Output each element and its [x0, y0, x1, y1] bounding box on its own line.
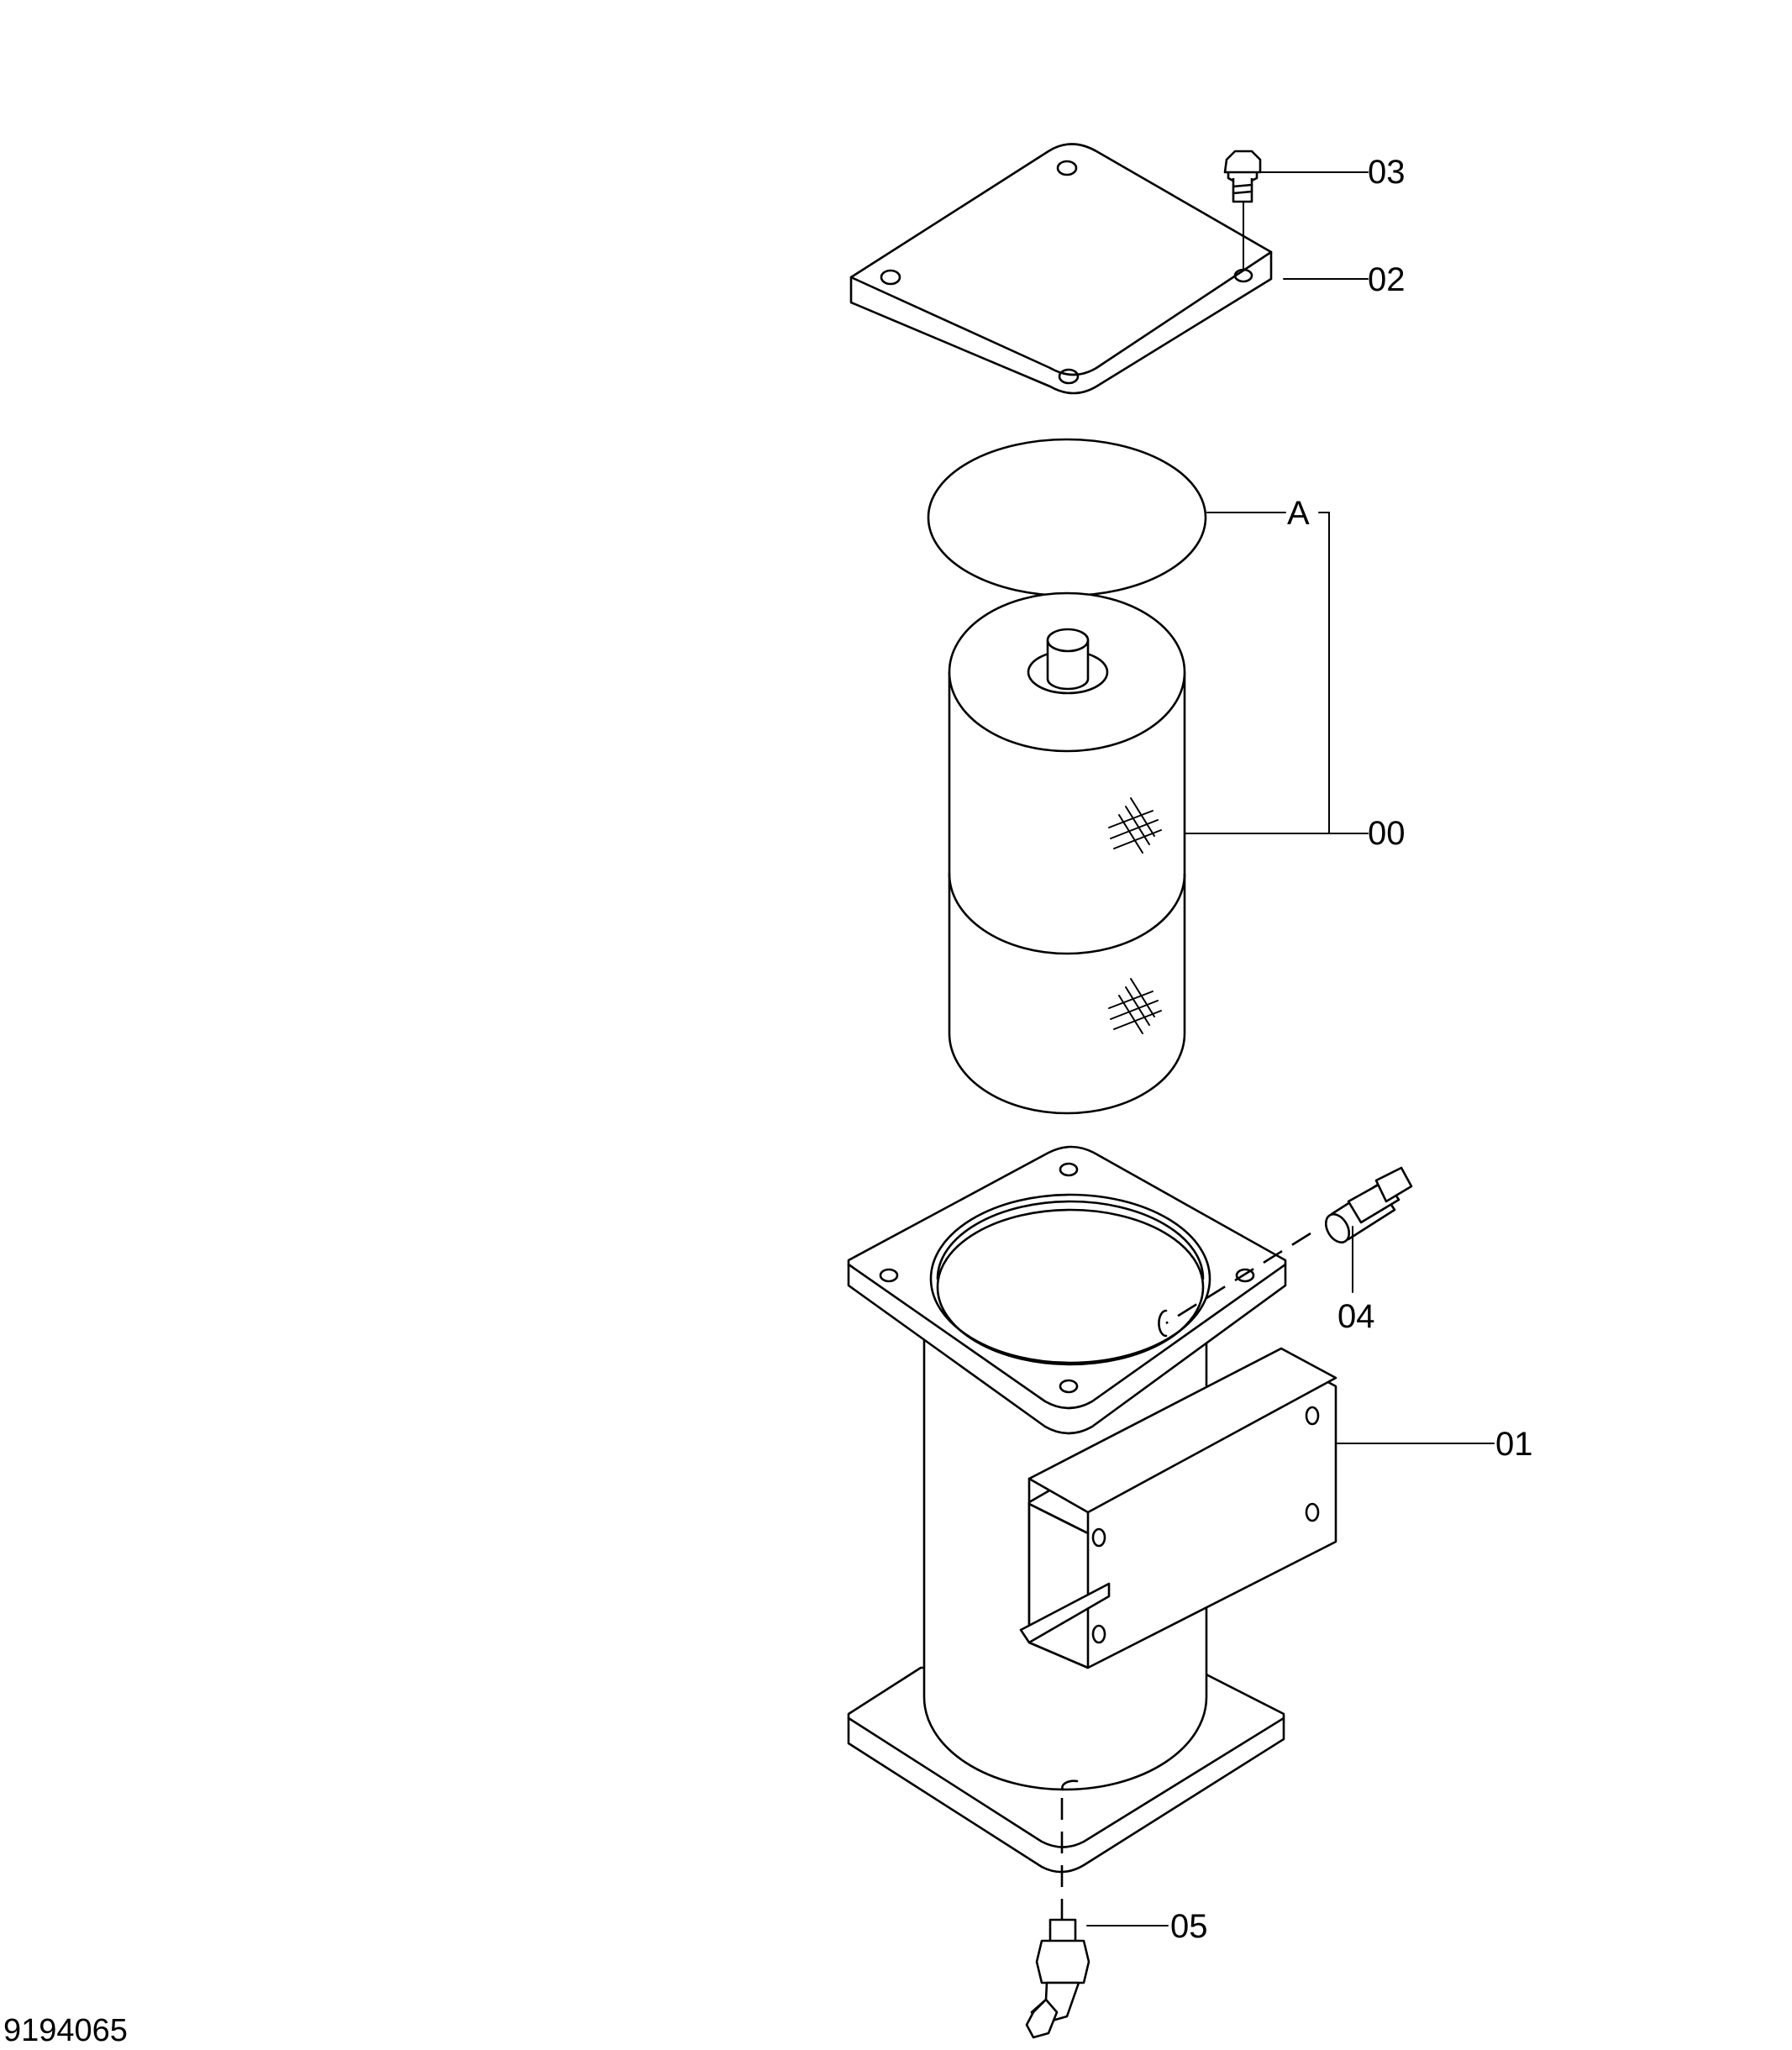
callout-01: 01 — [1495, 1426, 1533, 1463]
callout-02: 02 — [1368, 261, 1406, 298]
filter-element — [948, 591, 1186, 1115]
callout-a: A — [1287, 495, 1310, 532]
o-ring-seal — [927, 438, 1207, 597]
filter-housing — [847, 1145, 1337, 1874]
callout-05: 05 — [1170, 1908, 1208, 1945]
bolt — [1223, 150, 1262, 270]
cover-plate — [849, 143, 1273, 395]
elbow-fitting — [1025, 1798, 1090, 2039]
figure-number: 9194065 — [3, 2013, 128, 2048]
callout-00: 00 — [1368, 815, 1406, 852]
straight-fitting — [1165, 1166, 1413, 1325]
callout-04: 04 — [1337, 1298, 1375, 1335]
callout-03: 03 — [1368, 154, 1406, 191]
leader-lines — [1086, 171, 1495, 1926]
